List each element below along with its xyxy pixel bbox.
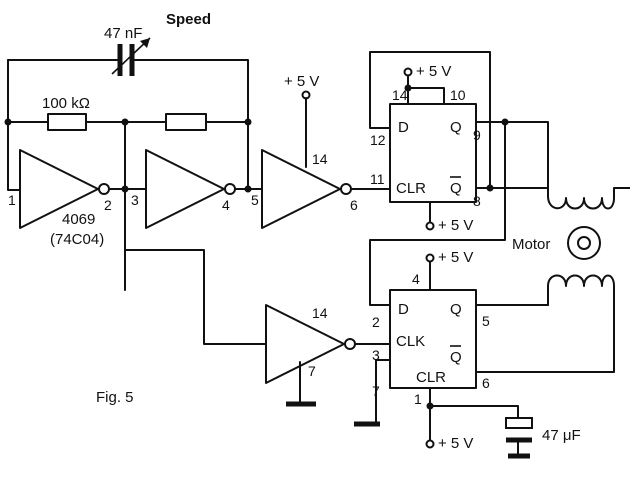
inv4-pin-vcc: 14 <box>312 305 328 321</box>
fft-pin-qbar: 8 <box>473 193 481 209</box>
ic-name-label: 4069 <box>62 211 95 228</box>
fft-pin-vcc-a: 14 <box>392 87 408 103</box>
bottom-capacitor-label: 47 μF <box>542 427 581 444</box>
resistor-network <box>4 113 252 131</box>
ffb-pin-qbar: 6 <box>482 375 490 391</box>
inv3-vcc-label: + 5 V <box>284 73 319 90</box>
inverter-1 <box>19 121 129 291</box>
ffb-d-label: D <box>398 301 409 318</box>
inv3-pin-out: 6 <box>350 197 358 213</box>
fft-bottom-vcc-label: + 5 V <box>438 217 473 234</box>
inverter-3 <box>261 90 391 229</box>
motor-label: Motor <box>512 236 550 253</box>
ffb-pin-clk: 3 <box>372 347 380 363</box>
ic-alt-label: (74C04) <box>50 231 104 248</box>
fft-q-label: Q <box>450 119 462 136</box>
speed-capacitor <box>111 37 151 76</box>
ffb-pin-gnd: 7 <box>372 383 380 399</box>
ffb-qbar-label: Q <box>450 349 462 366</box>
fft-pin-q: 9 <box>473 127 481 143</box>
ffb-vcc-label: + 5 V <box>438 249 473 266</box>
ffb-bottom-vcc-label: + 5 V <box>438 435 473 452</box>
bottom-capacitor <box>505 417 533 459</box>
fft-pin-vcc-b: 10 <box>450 87 466 103</box>
inverter-4 <box>124 249 391 407</box>
inv1-pin-out: 2 <box>104 197 112 213</box>
ffb-q-label: Q <box>450 301 462 318</box>
inv4-pin-gnd: 7 <box>308 363 316 379</box>
inv1-pin-in: 1 <box>8 192 16 208</box>
inv2-pin-out: 4 <box>222 197 230 213</box>
fft-pin-clr: 11 <box>370 171 385 187</box>
ffb-pin-vcc: 4 <box>412 271 420 287</box>
flipflop-top <box>369 51 506 231</box>
capacitor-speed-label: 47 nF <box>104 25 142 42</box>
fft-clr-label: CLR <box>396 180 426 197</box>
ffb-pin-q: 5 <box>482 313 490 329</box>
inv3-pin-vcc: 14 <box>312 151 328 167</box>
resistor-label: 100 kΩ <box>42 95 90 112</box>
fft-qbar-label: Q <box>450 180 462 197</box>
feedback-loop <box>7 59 249 191</box>
ffb-clr-label: CLR <box>416 369 446 386</box>
fft-d-label: D <box>398 119 409 136</box>
motor-wiring <box>369 118 630 373</box>
speed-label: Speed <box>166 11 211 28</box>
inv2-pin-in: 3 <box>131 192 139 208</box>
figure-label: Fig. 5 <box>96 389 134 406</box>
inv3-pin-in: 5 <box>251 192 259 208</box>
fft-pin-d: 12 <box>370 132 386 148</box>
inverter-2 <box>124 149 263 229</box>
flipflop-bottom <box>354 253 519 449</box>
ffb-clk-label: CLK <box>396 333 425 350</box>
ffb-pin-clr: 1 <box>414 391 422 407</box>
fft-vcc-label: + 5 V <box>416 63 451 80</box>
ffb-pin-d: 2 <box>372 314 380 330</box>
